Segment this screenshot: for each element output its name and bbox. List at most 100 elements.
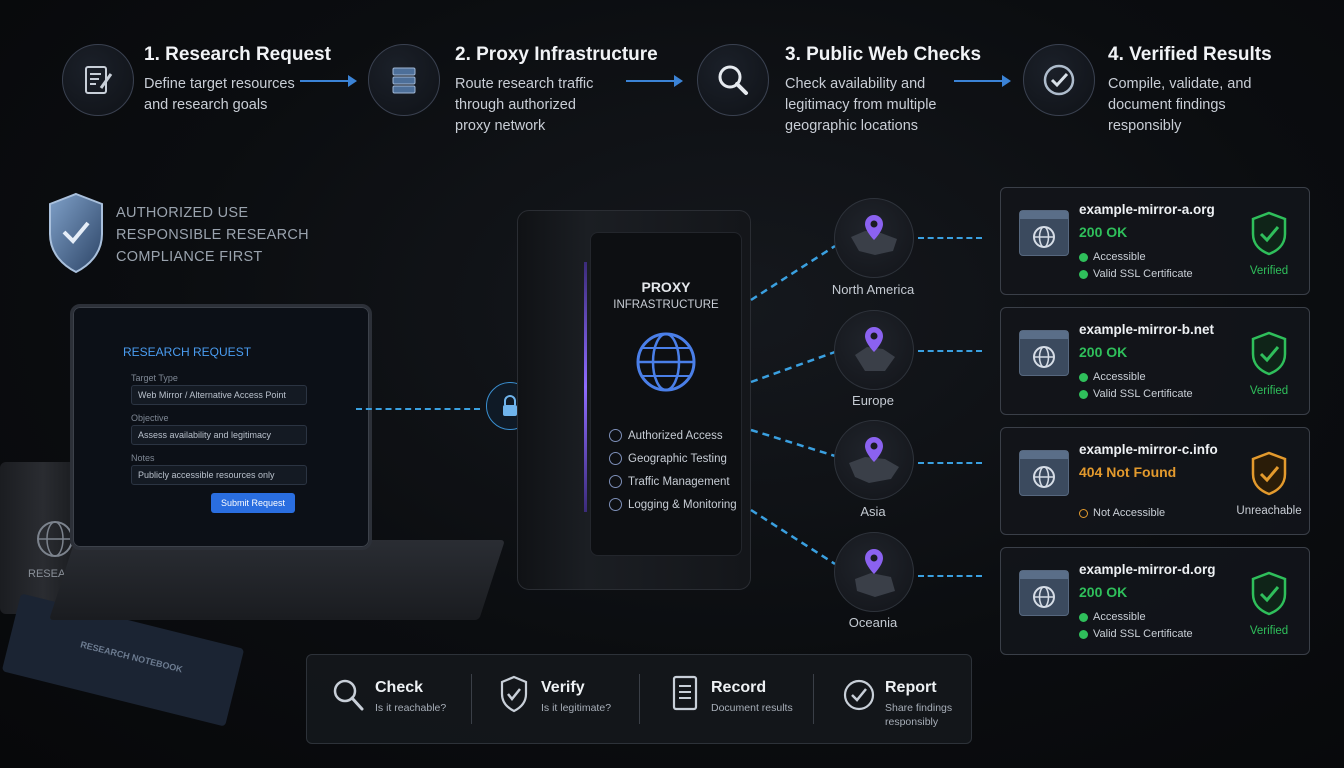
region-north-america <box>834 198 914 278</box>
region-oceania <box>834 532 914 612</box>
check-icon <box>1079 629 1088 639</box>
result-badge: Verified <box>1249 265 1289 277</box>
flow-arrow <box>626 75 683 87</box>
summary-title: Report <box>885 679 937 696</box>
result-card[interactable]: example-mirror-a.org 200 OK Accessible V… <box>1000 187 1310 295</box>
shield-check-icon <box>500 675 528 713</box>
check-icon <box>609 498 622 511</box>
form-title: RESEARCH REQUEST <box>123 345 252 359</box>
authorized-use-text: AUTHORIZED USE RESPONSIBLE RESEARCH COMP… <box>116 205 309 265</box>
flow-arrow <box>954 75 1011 87</box>
warning-icon <box>1079 508 1088 518</box>
result-item: Accessible <box>1079 611 1146 623</box>
process-summary-bar: Check Is it reachable? Verify Is it legi… <box>306 654 972 744</box>
laptop-screen: RESEARCH REQUEST Target Type Web Mirror … <box>70 304 372 550</box>
region-europe <box>834 310 914 390</box>
result-status: 200 OK <box>1079 584 1128 600</box>
step-3-icon <box>697 44 769 116</box>
notebook-label: RESEARCH NOTEBOOK <box>79 639 184 675</box>
summary-title: Record <box>711 679 767 696</box>
map-pin-icon <box>849 437 899 483</box>
shield-check-icon <box>1251 571 1287 616</box>
proxy-subtitle: INFRASTRUCTURE <box>613 299 719 311</box>
lock-icon <box>503 395 517 416</box>
shield-check-icon <box>1251 211 1287 256</box>
result-item: Accessible <box>1079 251 1146 263</box>
submit-request-button[interactable]: Submit Request <box>211 493 296 513</box>
region-label: North America <box>831 282 915 297</box>
target-type-label: Target Type <box>131 373 178 383</box>
result-badge: Verified <box>1249 625 1289 637</box>
result-item: Not Accessible <box>1079 507 1165 519</box>
check-icon <box>609 475 622 488</box>
map-pin-icon <box>855 549 895 597</box>
check-icon <box>1079 252 1088 262</box>
result-domain: example-mirror-c.info <box>1079 442 1218 457</box>
notes-field[interactable]: Publicly accessible resources only <box>131 465 307 485</box>
step-1-icon <box>62 44 134 116</box>
shield-check-icon <box>49 192 103 274</box>
divider <box>639 674 640 724</box>
summary-sub: Is it legitimate? <box>541 702 612 714</box>
step-2-icon <box>368 44 440 116</box>
result-card[interactable]: example-mirror-c.info 404 Not Found Not … <box>1000 427 1310 535</box>
flow-arrow <box>300 75 357 87</box>
step-4-icon <box>1023 44 1095 116</box>
region-label: Europe <box>852 393 894 408</box>
result-card[interactable]: example-mirror-d.org 200 OK Accessible V… <box>1000 547 1310 655</box>
region-label: Asia <box>860 504 886 519</box>
search-icon <box>718 65 748 95</box>
browser-window-icon <box>1019 330 1069 376</box>
shield-check-icon <box>1251 451 1287 496</box>
check-circle-icon <box>843 679 875 711</box>
check-icon <box>1079 269 1088 279</box>
result-item: Accessible <box>1079 371 1146 383</box>
fanout-lines <box>750 244 836 566</box>
proxy-features: Authorized Access Geographic Testing Tra… <box>609 429 737 511</box>
check-icon <box>1079 389 1088 399</box>
browser-window-icon <box>1019 450 1069 496</box>
browser-window-icon <box>1019 210 1069 256</box>
objective-label: Objective <box>131 413 169 423</box>
result-badge: Unreachable <box>1236 505 1302 517</box>
check-icon <box>609 452 622 465</box>
summary-title: Check <box>375 679 424 696</box>
shield-check-icon <box>1251 331 1287 376</box>
feature-item: Geographic Testing <box>609 452 737 465</box>
step-2-title: 2. Proxy Infrastructure <box>455 44 658 65</box>
feature-item: Authorized Access <box>609 429 737 442</box>
result-domain: example-mirror-b.net <box>1079 322 1215 337</box>
target-type-select[interactable]: Web Mirror / Alternative Access Point <box>131 385 307 405</box>
objective-field[interactable]: Assess availability and legitimacy <box>131 425 307 445</box>
summary-sub: Is it reachable? <box>375 702 447 714</box>
divider <box>813 674 814 724</box>
browser-window-icon <box>1019 570 1069 616</box>
result-item: Valid SSL Certificate <box>1079 268 1193 280</box>
document-icon <box>672 675 698 711</box>
result-badge: Verified <box>1249 385 1289 397</box>
result-card[interactable]: example-mirror-b.net 200 OK Accessible V… <box>1000 307 1310 415</box>
connection-line <box>918 575 982 577</box>
check-circle-icon <box>1043 64 1075 96</box>
result-domain: example-mirror-d.org <box>1079 562 1216 577</box>
summary-sub: Document results <box>711 702 793 714</box>
search-icon <box>333 679 364 711</box>
step-1-title: 1. Research Request <box>144 44 331 65</box>
result-item: Valid SSL Certificate <box>1079 628 1193 640</box>
tower-light-strip <box>584 262 587 512</box>
step-3-title: 3. Public Web Checks <box>785 44 982 65</box>
check-icon <box>1079 372 1088 382</box>
map-pin-icon <box>855 327 895 371</box>
result-item: Valid SSL Certificate <box>1079 388 1193 400</box>
connection-line <box>918 237 982 239</box>
check-icon <box>1079 612 1088 622</box>
result-domain: example-mirror-a.org <box>1079 202 1215 217</box>
feature-item: Logging & Monitoring <box>609 498 737 511</box>
result-status: 200 OK <box>1079 344 1128 360</box>
proxy-title: PROXY <box>641 279 691 295</box>
connection-line <box>918 350 982 352</box>
